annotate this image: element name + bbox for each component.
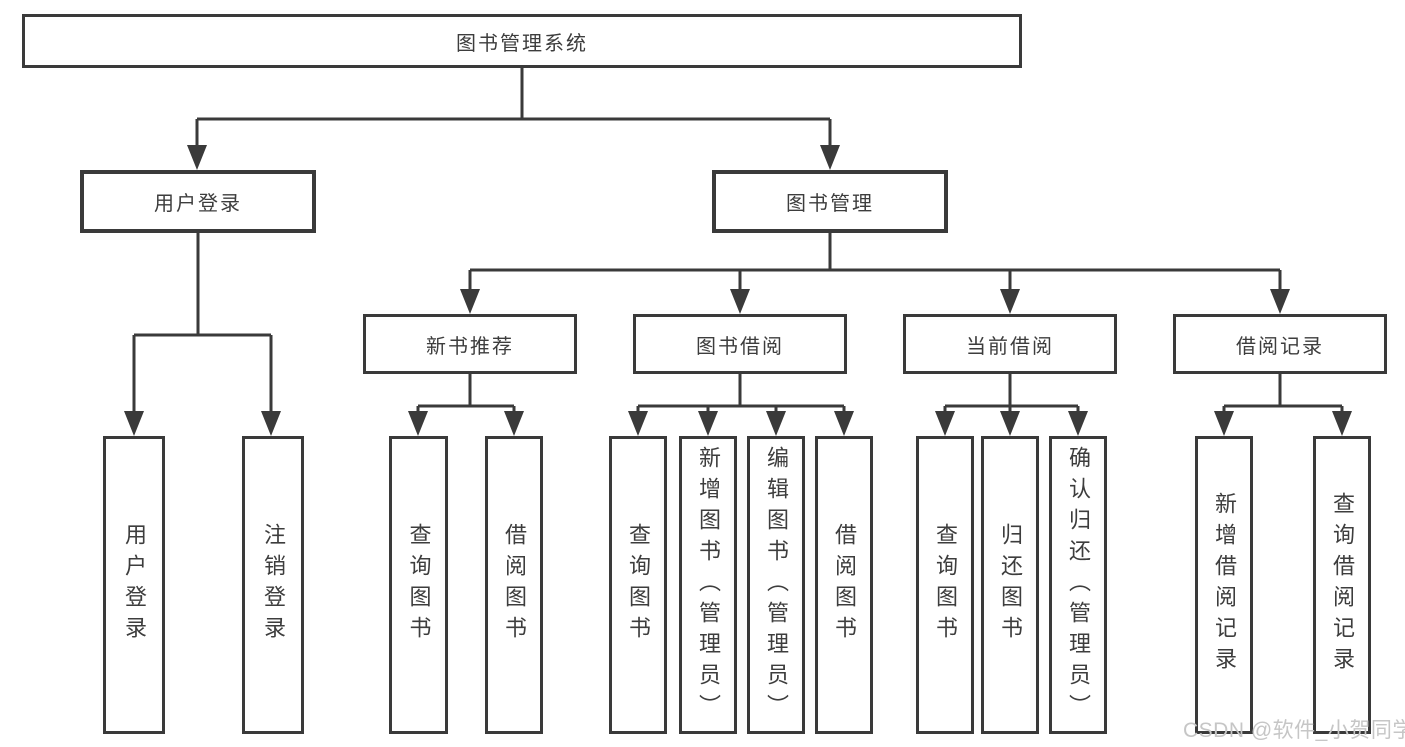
leaf-borrow-books-recommend: 借阅图书 [485, 436, 543, 734]
leaf-confirm-return-admin: 确认归还（管理员） [1049, 436, 1107, 734]
node-label: 图书管理 [786, 193, 874, 215]
node-label: 归还图书 [998, 523, 1023, 647]
leaf-edit-book-admin: 编辑图书（管理员） [747, 436, 805, 734]
node-label: 借阅图书 [832, 523, 857, 647]
node-label: 图书借阅 [696, 335, 784, 358]
csdn-watermark: CSDN @软件_小贺同学 [1183, 719, 1405, 742]
node-label: 新书推荐 [426, 335, 514, 358]
leaf-borrow-books: 借阅图书 [815, 436, 873, 734]
node-book-management-branch: 图书管理 [712, 170, 948, 233]
leaf-return-books: 归还图书 [981, 436, 1039, 734]
node-label: 查询图书 [626, 523, 651, 647]
leaf-query-books-borrowing: 查询图书 [609, 436, 667, 734]
leaf-add-book-admin: 新增图书（管理员） [679, 436, 737, 734]
node-label: 借阅图书 [502, 523, 527, 647]
node-borrowing-records: 借阅记录 [1173, 314, 1387, 374]
node-label: 确认归还（管理员） [1066, 445, 1091, 725]
node-label: 查询图书 [933, 523, 958, 647]
node-label: 用户登录 [154, 193, 242, 215]
node-label: 查询借阅记录 [1330, 492, 1355, 678]
leaf-user-login: 用户登录 [103, 436, 165, 734]
leaf-logout: 注销登录 [242, 436, 304, 734]
node-current-borrowing: 当前借阅 [903, 314, 1117, 374]
node-label: 借阅记录 [1236, 335, 1324, 358]
leaf-query-borrow-record: 查询借阅记录 [1313, 436, 1371, 734]
node-label: 新增图书（管理员） [696, 445, 721, 725]
arrowheads [124, 145, 1352, 436]
node-label: 新增借阅记录 [1212, 492, 1237, 678]
node-new-book-recommendation: 新书推荐 [363, 314, 577, 374]
node-label: 用户登录 [122, 523, 147, 647]
leaf-query-books-recommend: 查询图书 [389, 436, 448, 734]
node-label: 查询图书 [406, 523, 432, 647]
node-label: 图书管理系统 [456, 32, 588, 55]
node-label: 当前借阅 [966, 335, 1054, 358]
node-label: 编辑图书（管理员） [764, 445, 789, 725]
node-label: 注销登录 [261, 523, 286, 647]
node-user-login-branch: 用户登录 [80, 170, 316, 233]
node-library-management-system: 图书管理系统 [22, 14, 1022, 68]
leaf-add-borrow-record: 新增借阅记录 [1195, 436, 1253, 734]
node-book-borrowing: 图书借阅 [633, 314, 847, 374]
leaf-query-books-current: 查询图书 [916, 436, 974, 734]
